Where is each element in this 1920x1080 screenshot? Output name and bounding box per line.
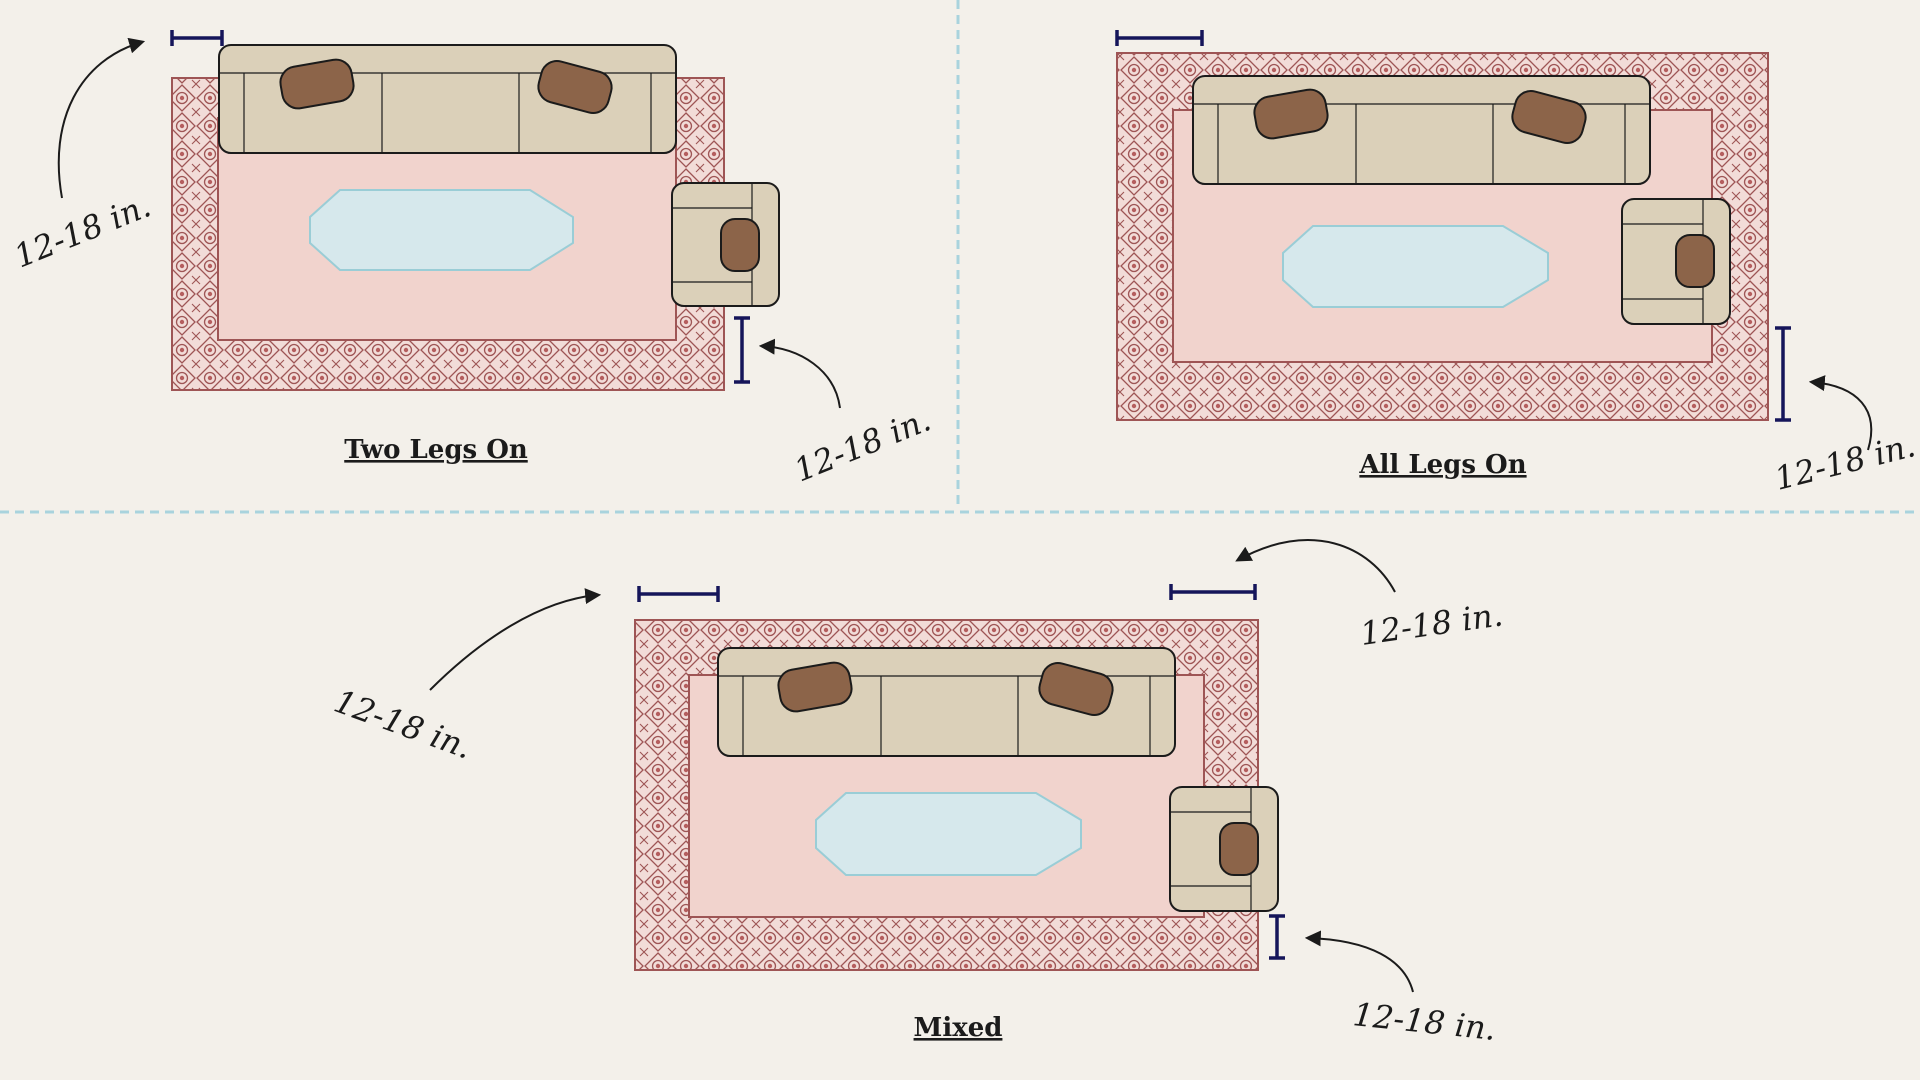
coffee-table bbox=[815, 792, 1082, 876]
pillow bbox=[1219, 822, 1259, 876]
coffee-table bbox=[1282, 225, 1549, 308]
panel-all-legs-on: 12-18 in. All Legs On bbox=[1115, 30, 1919, 498]
measure-bar bbox=[1169, 584, 1257, 600]
measure-bar bbox=[734, 316, 750, 384]
panel-mixed: 12-18 in. 12-18 in. 12-18 in. Mixed bbox=[329, 539, 1505, 1048]
pillow bbox=[1253, 88, 1329, 140]
measurement-note: 12-18 in. bbox=[1358, 595, 1505, 653]
pointer-arrow bbox=[1235, 539, 1396, 593]
pointer-arrow bbox=[1808, 375, 1873, 451]
armchair bbox=[1621, 198, 1731, 325]
measure-bar bbox=[170, 30, 224, 46]
pillow bbox=[1511, 89, 1587, 145]
panel-title: Mixed bbox=[914, 1013, 1003, 1043]
measurement-note: 12-18 in. bbox=[1351, 995, 1498, 1048]
measure-bar bbox=[637, 586, 720, 602]
coffee-table bbox=[309, 189, 574, 271]
pointer-arrow bbox=[57, 37, 146, 199]
pillow bbox=[1038, 661, 1114, 717]
panel-title: All Legs On bbox=[1358, 450, 1526, 480]
measure-bar bbox=[1775, 326, 1791, 422]
pillow bbox=[279, 58, 355, 110]
panel-title: Two Legs On bbox=[344, 435, 528, 465]
measurement-note: 12-18 in. bbox=[9, 186, 156, 275]
sofa bbox=[717, 647, 1176, 757]
pointer-arrow bbox=[1304, 930, 1414, 993]
pointer-arrow bbox=[429, 588, 602, 691]
measurement-note: 12-18 in. bbox=[329, 682, 477, 767]
sofa bbox=[1192, 75, 1651, 185]
panel-two-legs-on: 12-18 in. 12-18 in. Two Legs On bbox=[9, 30, 936, 489]
measure-bar bbox=[1115, 30, 1204, 46]
pillow bbox=[1675, 234, 1715, 288]
measurement-note: 12-18 in. bbox=[1771, 426, 1919, 498]
armchair bbox=[1169, 786, 1279, 912]
armchair bbox=[671, 182, 780, 307]
pillow bbox=[720, 218, 760, 272]
measure-bar bbox=[1269, 914, 1285, 960]
pointer-arrow bbox=[758, 338, 841, 409]
pillow bbox=[777, 661, 853, 713]
measurement-note: 12-18 in. bbox=[789, 400, 936, 489]
sofa bbox=[218, 44, 677, 154]
pillow bbox=[537, 59, 613, 115]
